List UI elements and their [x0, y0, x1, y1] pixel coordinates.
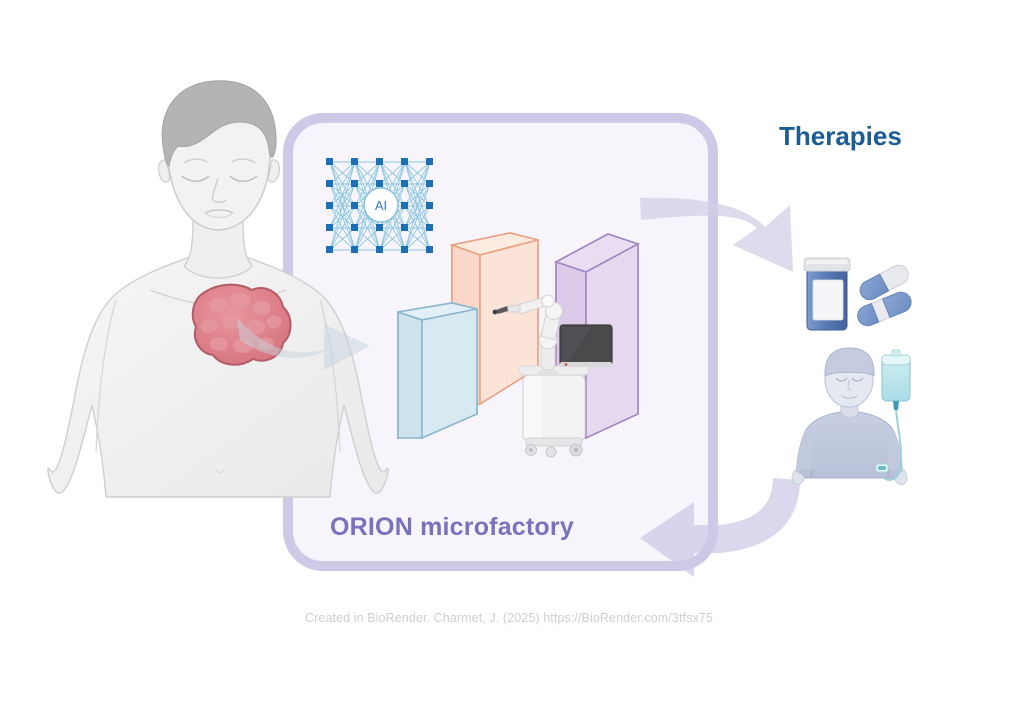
therapies-label: Therapies [779, 121, 902, 151]
iv-bag-and-line [875, 349, 911, 481]
pill-bottle [803, 257, 851, 331]
orion-microfactory-label: ORION microfactory [330, 513, 574, 541]
orion-microfactory-panel [283, 113, 718, 571]
capsule-upper [859, 264, 909, 301]
tumor-lesion [191, 283, 292, 366]
biorender-attribution: Created in BioRender. Charmet, J. (2025)… [305, 611, 713, 625]
iv-patient-figure [791, 347, 908, 485]
capsule-lower [857, 291, 912, 327]
